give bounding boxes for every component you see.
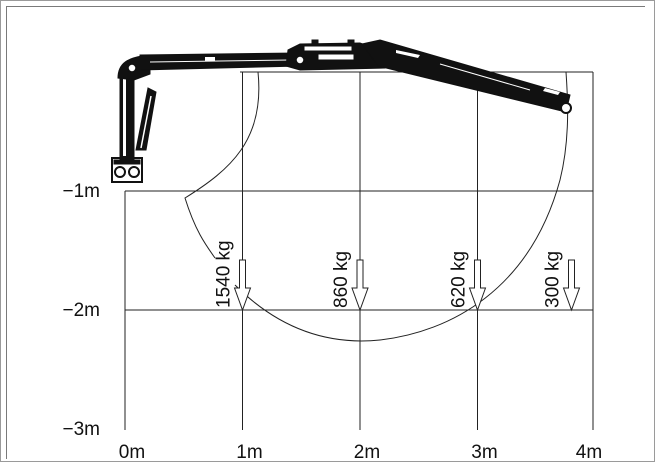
load-arrow-icon bbox=[468, 259, 487, 312]
y-axis-label: −2m bbox=[63, 300, 101, 321]
load-label: 1540 kg bbox=[214, 240, 235, 308]
reach-envelope-outer bbox=[234, 71, 569, 342]
load-arrow-icon bbox=[233, 259, 252, 312]
load-label: 860 kg bbox=[331, 251, 352, 308]
x-axis-label: 2m bbox=[354, 442, 380, 462]
load-arrow-icon bbox=[562, 259, 581, 312]
x-axis-labels: 0m 1m 2m 3m 4m bbox=[119, 442, 602, 462]
x-axis-label: 1m bbox=[236, 442, 262, 462]
crane-silhouette bbox=[111, 39, 572, 183]
load-label: 300 kg bbox=[543, 251, 564, 308]
x-axis-label: 4m bbox=[576, 442, 602, 462]
load-arrow-icon bbox=[351, 259, 369, 312]
y-axis-label: −3m bbox=[63, 419, 101, 440]
grid-lines bbox=[124, 71, 594, 430]
x-axis-label: 0m bbox=[119, 442, 145, 462]
load-label: 620 kg bbox=[449, 251, 470, 308]
diagram-inner-border bbox=[6, 6, 645, 459]
y-axis-label: −1m bbox=[63, 181, 101, 202]
reach-envelope-inner bbox=[184, 71, 260, 259]
x-axis-label: 3m bbox=[471, 442, 497, 462]
load-annotations: 1540 kg 860 kg 620 kg 300 kg bbox=[214, 240, 581, 312]
y-axis-labels: −1m −2m −3m bbox=[63, 181, 101, 440]
